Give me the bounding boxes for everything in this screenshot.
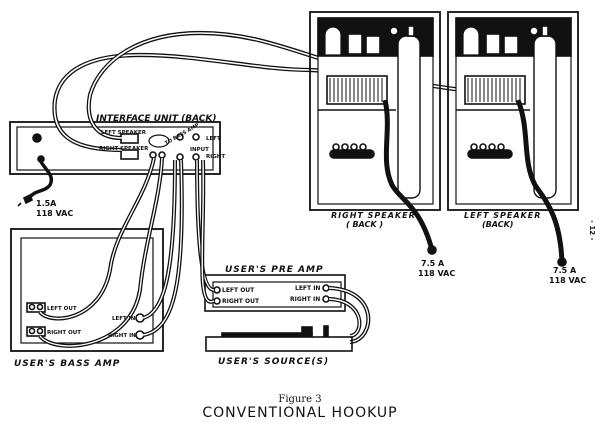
jack-icon [176, 133, 184, 141]
page-number: - 12 - [588, 220, 596, 241]
pre-amp-title: USER'S PRE AMP [225, 265, 324, 275]
pre-right-in-label: RIGHT IN [290, 296, 320, 303]
source-title: USER'S SOURCE(S) [218, 357, 329, 367]
bass-right-out-label: RIGHT OUT [47, 330, 81, 336]
figure-number: Figure 3 [278, 394, 322, 405]
left-speaker-title: LEFT SPEAKER [464, 211, 541, 220]
plug-icon [557, 257, 567, 267]
bass-amp-title: USER'S BASS AMP [14, 359, 120, 369]
left-speaker-subtitle: (BACK) [482, 220, 513, 229]
plug-icon [22, 193, 34, 205]
power-cord [28, 159, 53, 199]
fuse-icon [32, 133, 42, 143]
right-speaker-power-voltage: 118 VAC [418, 269, 455, 278]
right-speaker-subtitle: ( BACK ) [346, 220, 383, 229]
figure-title: CONVENTIONAL HOOKUP [202, 405, 398, 421]
left-speaker-cabinet [447, 11, 579, 267]
interface-unit-title: INTERFACE UNIT (BACK) [96, 114, 216, 124]
right-speaker-cabinet [309, 11, 441, 255]
pre-left-in-label: LEFT IN [295, 285, 320, 292]
right-speaker-label: RIGHT SPEAKER [99, 146, 149, 152]
left-speaker-power-voltage: 118 VAC [549, 276, 586, 285]
bass-left-out-label: LEFT OUT [47, 306, 77, 312]
left-speaker-label: LEFT SPEAKER [101, 130, 147, 136]
jack-icon [192, 153, 200, 161]
interface-power-rating: 1.5A [36, 199, 57, 208]
pre-amp [195, 159, 371, 344]
interface-power-voltage: 118 VAC [36, 209, 73, 218]
interface-unit [9, 121, 221, 207]
jack-icon [158, 151, 166, 159]
source-turntable [205, 325, 353, 352]
jack-icon [176, 153, 184, 161]
input-label: INPUT [190, 147, 209, 153]
pre-left-out-label: LEFT OUT [222, 287, 255, 294]
plug-icon [427, 245, 437, 255]
left-input-label: LEFT [206, 136, 221, 142]
right-speaker-title: RIGHT SPEAKER [331, 211, 416, 220]
left-speaker-power-rating: 7.5 A [553, 266, 577, 275]
jack-icon [135, 313, 145, 323]
bass-left-in-label: LEFT IN [112, 316, 136, 322]
bass-amp-cables [38, 157, 184, 348]
right-input-label: RIGHT [206, 154, 225, 160]
pre-right-out-label: RIGHT OUT [222, 298, 260, 305]
jack-icon [192, 133, 200, 141]
right-speaker-terminal [120, 149, 139, 160]
jack-icon [149, 151, 157, 159]
bass-right-in-label: RIGHT IN [108, 333, 136, 339]
jack-icon [135, 330, 145, 340]
right-speaker-power-rating: 7.5 A [421, 259, 445, 268]
